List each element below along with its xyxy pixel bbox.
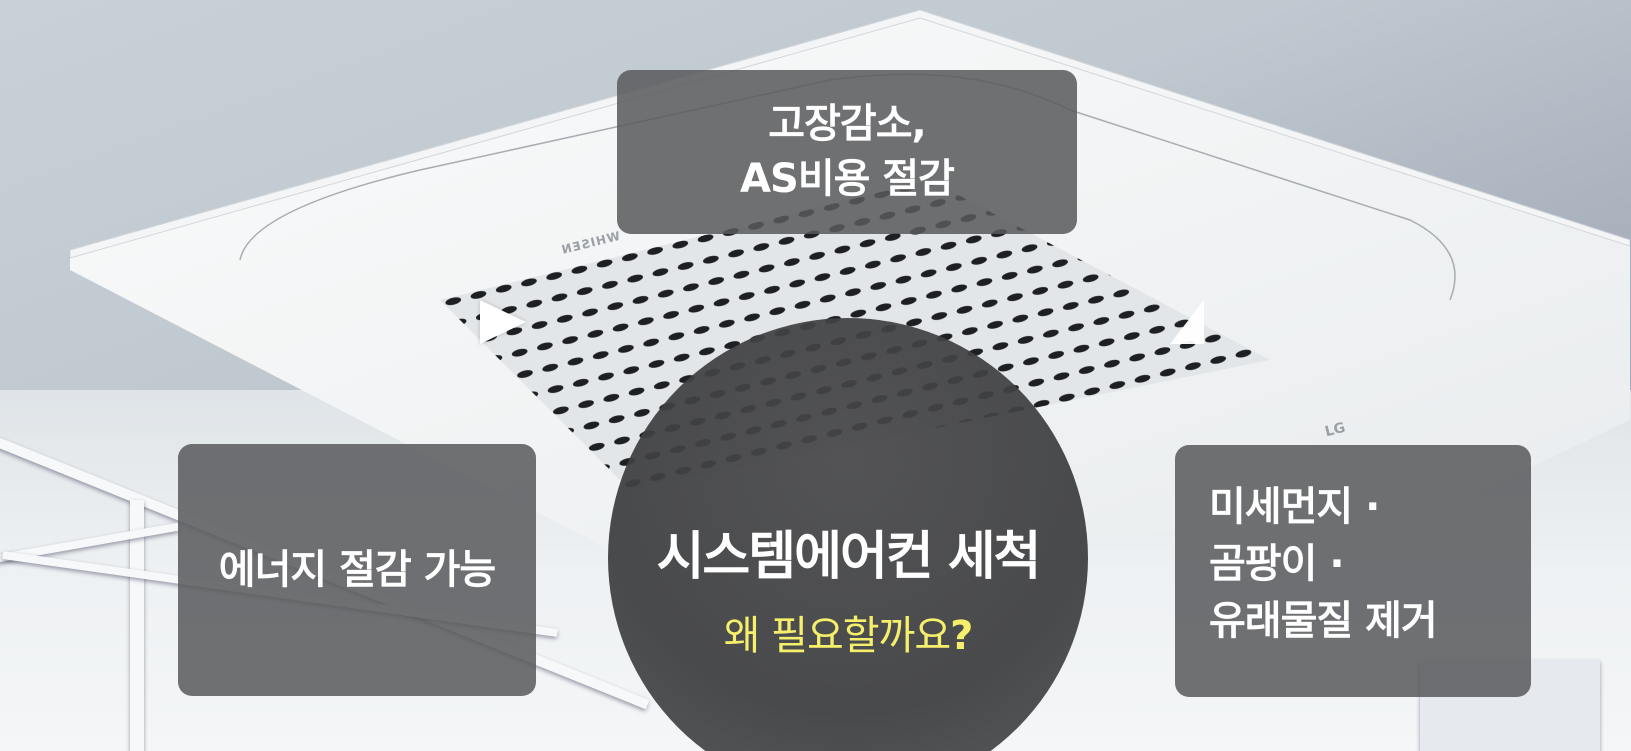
benefit-text: 고장감소, xyxy=(768,101,926,147)
page-subtitle: 왜 필요할까요? xyxy=(723,603,974,661)
page-title: 시스템에어컨 세척 xyxy=(656,527,1042,587)
center-title-circle: 시스템에어컨 세척 왜 필요할까요? xyxy=(608,318,1088,751)
benefit-text-group: 미세먼지 · 곰팡이 · 유래물질 제거 xyxy=(1209,479,1438,650)
benefit-text: 에너지 절감 가능 xyxy=(218,546,496,593)
question-mark: ? xyxy=(950,613,973,659)
benefit-box-energy-saving: 에너지 절감 가능 xyxy=(178,444,536,696)
benefit-text: AS비용 절감 xyxy=(740,156,955,202)
benefit-text: 유래물질 제거 xyxy=(1209,598,1438,644)
benefit-text: 미세먼지 · xyxy=(1209,484,1380,530)
triangle-right-icon xyxy=(480,300,526,344)
ceiling-beam xyxy=(130,500,144,751)
benefit-text: 곰팡이 · xyxy=(1209,541,1345,587)
benefit-box-dust-removal: 미세먼지 · 곰팡이 · 유래물질 제거 xyxy=(1175,445,1531,697)
triangle-up-icon xyxy=(1170,300,1204,344)
subtitle-text: 왜 필요할까요 xyxy=(723,613,952,659)
benefit-box-cost-reduction: 고장감소, AS비용 절감 xyxy=(617,70,1077,234)
